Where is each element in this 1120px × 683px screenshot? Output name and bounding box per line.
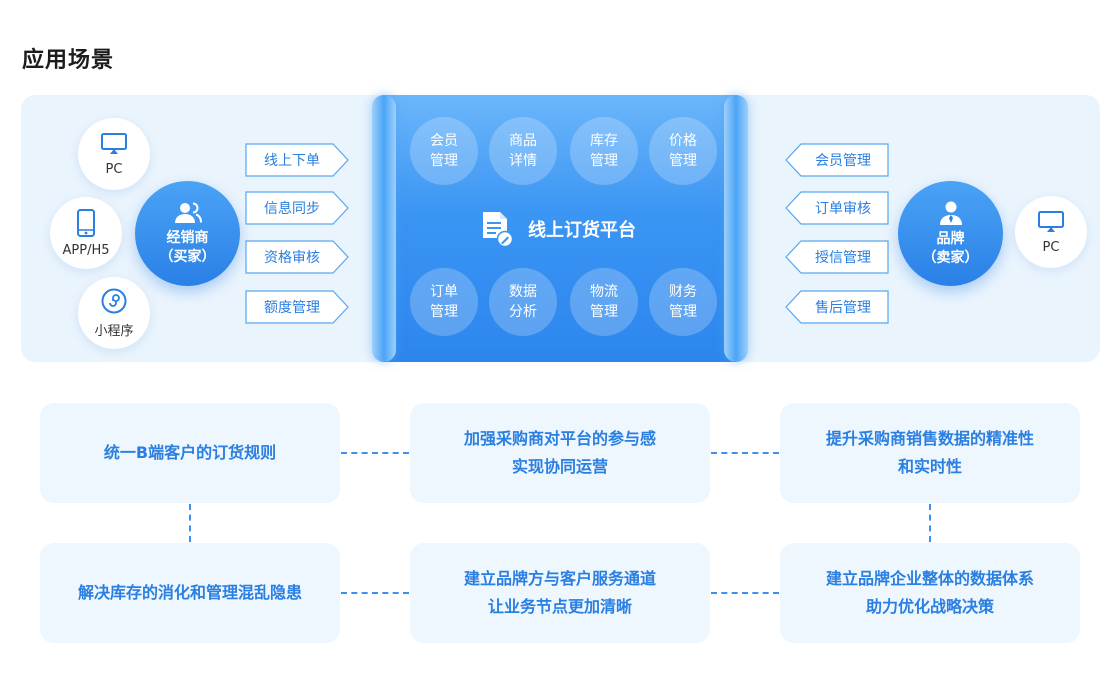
benefit-card: 解决库存的消化和管理混乱隐患 <box>40 543 340 643</box>
connector-line <box>341 592 409 594</box>
seller-tag-label: 售后管理 <box>815 300 871 316</box>
mini-program-icon <box>101 288 127 313</box>
seller-tag: 会员管理 <box>785 143 889 177</box>
connector-line <box>711 452 779 454</box>
module-inventory: 库存管理 <box>570 117 638 185</box>
buyer-tag-label: 线上下单 <box>264 153 320 169</box>
module-logistics: 物流管理 <box>570 268 638 336</box>
page-title: 应用场景 <box>22 48 115 73</box>
module-data: 数据分析 <box>489 268 557 336</box>
device-label: 小程序 <box>94 323 134 339</box>
seller-device-pc: PC <box>1015 196 1087 268</box>
buyer-actor: 经销商 （买家） <box>135 181 240 286</box>
device-label: PC <box>1042 239 1060 255</box>
seller-tag-label: 授信管理 <box>815 250 871 266</box>
connector-line <box>341 452 409 454</box>
buyer-tag-label: 资格审核 <box>264 250 320 266</box>
buyer-device-miniprogram: 小程序 <box>78 277 150 349</box>
device-label: PC <box>105 161 123 177</box>
benefit-card: 提升采购商销售数据的精准性和实时性 <box>780 403 1080 503</box>
seller-tag: 订单审核 <box>785 191 889 225</box>
benefit-card: 建立品牌企业整体的数据体系助力优化战略决策 <box>780 543 1080 643</box>
connector-line <box>929 504 931 542</box>
monitor-icon <box>101 132 127 154</box>
module-order: 订单管理 <box>410 268 478 336</box>
seller-role: （卖家） <box>922 249 979 266</box>
users-icon <box>174 202 202 223</box>
benefit-card: 建立品牌方与客户服务通道让业务节点更加清晰 <box>410 543 710 643</box>
benefit-card: 加强采购商对平台的参与感实现协同运营 <box>410 403 710 503</box>
seller-tag-label: 订单审核 <box>815 201 871 217</box>
connector-line <box>189 504 191 542</box>
buyer-tag: 信息同步 <box>245 191 349 225</box>
buyer-tag: 资格审核 <box>245 240 349 274</box>
module-product: 商品详情 <box>489 117 557 185</box>
person-icon <box>939 201 962 225</box>
module-finance: 财务管理 <box>649 268 717 336</box>
module-member: 会员管理 <box>410 117 478 185</box>
buyer-role: （买家） <box>159 248 216 265</box>
buyer-device-pc: PC <box>78 118 150 190</box>
buyer-tag: 线上下单 <box>245 143 349 177</box>
platform-right-pillar <box>724 95 748 362</box>
device-label: APP/H5 <box>62 242 110 258</box>
seller-tag: 售后管理 <box>785 290 889 324</box>
benefit-card: 统一B端客户的订货规则 <box>40 403 340 503</box>
connector-line <box>711 592 779 594</box>
monitor-icon <box>1038 210 1064 232</box>
seller-name: 品牌 <box>936 230 965 247</box>
platform-block <box>384 95 736 362</box>
seller-tag: 授信管理 <box>785 240 889 274</box>
buyer-name: 经销商 <box>166 229 209 246</box>
buyer-device-app: APP/H5 <box>50 197 122 269</box>
document-edit-icon <box>483 212 514 248</box>
seller-actor: 品牌 （卖家） <box>898 181 1003 286</box>
seller-tag-label: 会员管理 <box>815 153 871 169</box>
platform-left-pillar <box>372 95 396 362</box>
buyer-tag-label: 信息同步 <box>264 201 320 217</box>
buyer-tag-label: 额度管理 <box>264 300 320 316</box>
module-price: 价格管理 <box>649 117 717 185</box>
platform-title: 线上订货平台 <box>480 210 636 248</box>
phone-icon <box>77 208 95 237</box>
buyer-tag: 额度管理 <box>245 290 349 324</box>
